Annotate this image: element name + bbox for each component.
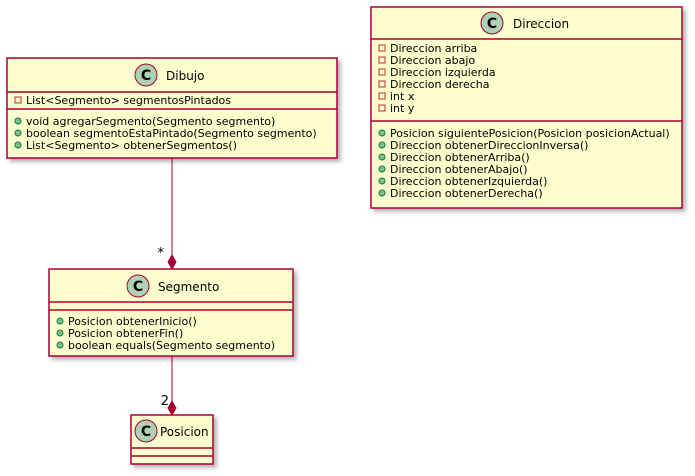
class-method: Direccion obtenerArriba() <box>390 151 530 164</box>
class-method: Posicion siguientePosicion(Posicion posi… <box>390 127 670 140</box>
public-visibility-icon <box>378 177 386 185</box>
multiplicity-label: 2 <box>161 394 169 409</box>
class-attribute: Direccion derecha <box>390 78 489 91</box>
class-attribute: List<Segmento> segmentosPintados <box>26 94 231 107</box>
class-stereotype-icon <box>126 274 150 298</box>
class-attribute: Direccion izquierda <box>390 66 496 79</box>
relation-segmento-posicion: 2 <box>161 356 177 417</box>
private-visibility-icon <box>378 44 386 52</box>
public-visibility-icon <box>14 117 22 125</box>
class-method: Direccion obtenerDerecha() <box>390 187 543 200</box>
composition-diamond <box>167 253 177 271</box>
private-visibility-icon <box>378 68 386 76</box>
class-method: Posicion obtenerInicio() <box>68 315 197 328</box>
class-stereotype-icon <box>134 419 158 443</box>
public-visibility-icon <box>14 129 22 137</box>
class-attribute: Direccion abajo <box>390 54 475 67</box>
class-name: Segmento <box>158 280 219 294</box>
relation-dibujo-segmento: * <box>158 158 177 271</box>
composition-diamond <box>167 399 177 417</box>
class-dibujo[interactable]: C Dibujo List<Segmento> segmentosPintado… <box>6 57 338 159</box>
class-segmento[interactable]: C Segmento Posicion obtenerInicio()Posic… <box>48 268 294 357</box>
multiplicity-label: * <box>158 246 165 261</box>
class-method: boolean equals(Segmento segmento) <box>68 339 275 352</box>
class-method: Posicion obtenerFin() <box>68 327 183 340</box>
class-stereotype-icon <box>134 63 158 87</box>
svg-text:C: C <box>133 279 143 295</box>
public-visibility-icon <box>378 165 386 173</box>
private-visibility-icon <box>378 80 386 88</box>
public-visibility-icon <box>378 153 386 161</box>
class-method: Direccion obtenerAbajo() <box>390 163 528 176</box>
public-visibility-icon <box>56 341 64 349</box>
class-stereotype-icon <box>480 11 504 35</box>
class-method: void agregarSegmento(Segmento segmento) <box>26 115 275 128</box>
public-visibility-icon <box>378 189 386 197</box>
public-visibility-icon <box>56 317 64 325</box>
class-method: boolean segmentoEstaPintado(Segmento seg… <box>26 127 317 140</box>
class-attribute: Direccion arriba <box>390 42 477 55</box>
public-visibility-icon <box>378 141 386 149</box>
svg-text:C: C <box>141 68 151 84</box>
svg-text:C: C <box>487 16 497 32</box>
svg-text:C: C <box>141 424 151 440</box>
public-visibility-icon <box>378 129 386 137</box>
public-visibility-icon <box>14 141 22 149</box>
class-method: Direccion obtenerDireccionInversa() <box>390 139 588 152</box>
private-visibility-icon <box>378 104 386 112</box>
private-visibility-icon <box>378 92 386 100</box>
private-visibility-icon <box>14 96 22 104</box>
class-attribute: int x <box>390 90 415 103</box>
class-name: Posicion <box>160 425 209 439</box>
private-visibility-icon <box>378 56 386 64</box>
public-visibility-icon <box>56 329 64 337</box>
class-attribute: int y <box>390 102 415 115</box>
class-method: Direccion obtenerIzquierda() <box>390 175 547 188</box>
class-posicion[interactable]: C Posicion <box>130 414 214 465</box>
class-method: List<Segmento> obtenerSegmentos() <box>26 139 237 152</box>
class-name: Direccion <box>513 17 569 31</box>
class-name: Dibujo <box>166 69 204 83</box>
